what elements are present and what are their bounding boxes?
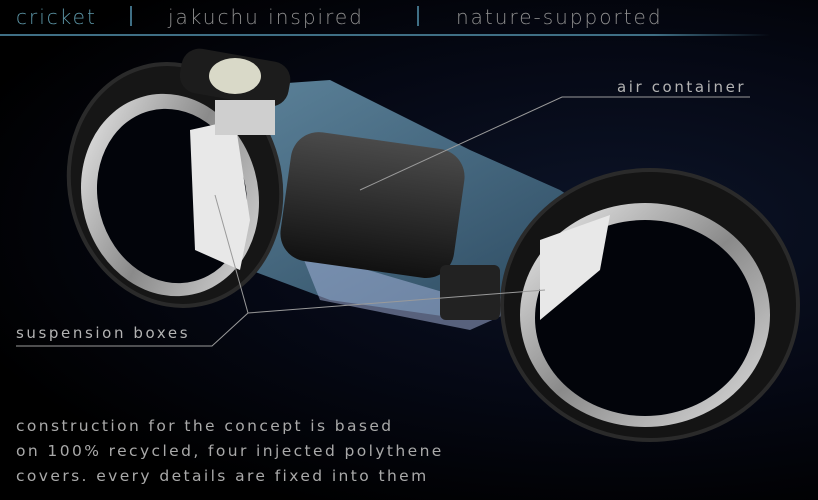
- header-separator: [130, 6, 132, 26]
- air-container: [280, 132, 465, 278]
- header-item-nature: nature-supported: [456, 5, 663, 29]
- description-text: construction for the concept is based on…: [16, 414, 444, 489]
- header-separator: [417, 6, 419, 26]
- header-divider: [0, 34, 770, 36]
- header-item-jakuchu: jakuchu inspired: [168, 5, 364, 29]
- callout-air-container: air container: [617, 78, 747, 96]
- air-container-leader: [359, 96, 750, 191]
- front-wheel: [500, 168, 800, 442]
- suspension-boxes-leader: [16, 289, 546, 347]
- description-line: on 100% recycled, four injected polythen…: [16, 442, 444, 460]
- header-title-cricket: cricket: [16, 5, 97, 29]
- callout-suspension-boxes: suspension boxes: [16, 324, 191, 342]
- description-line: construction for the concept is based: [16, 417, 394, 435]
- description-line: covers. every details are fixed into the…: [16, 467, 429, 485]
